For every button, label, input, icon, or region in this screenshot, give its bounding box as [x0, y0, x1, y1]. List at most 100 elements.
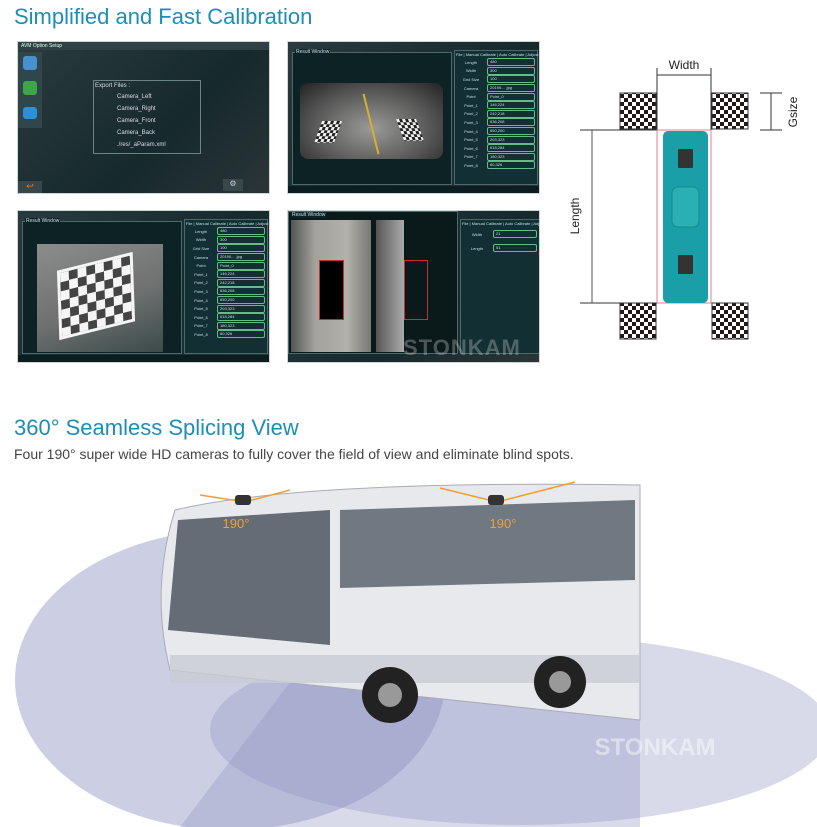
screenshot-stitching: Result Window File | Manual Calibrate | … [287, 210, 540, 363]
field-label: Length [464, 59, 478, 65]
field-input[interactable]: 242,218 [487, 109, 535, 118]
field-input[interactable]: 203,323 [217, 304, 265, 313]
field-label: Point_7 [194, 323, 208, 329]
stitch-panel: File | Manual Calibrate | Auto Calibrate… [460, 219, 540, 354]
field-row: Width 300 [185, 235, 267, 245]
field-input[interactable]: 618,284 [487, 144, 535, 153]
field-label: Point_4 [464, 128, 478, 134]
export-icon[interactable] [23, 81, 37, 95]
field-label: Length [470, 245, 484, 251]
field-input[interactable]: 242,218 [217, 278, 265, 287]
result-window-label: Result Window [291, 212, 327, 218]
checkerboard [395, 119, 425, 141]
field-label: Point [466, 94, 476, 100]
field-input[interactable]: 480 [487, 58, 535, 67]
field-label: Point_7 [464, 154, 478, 160]
field-input[interactable]: Point_0 [217, 261, 265, 270]
camera-image [37, 244, 163, 352]
result-window-label: Result Window [295, 49, 331, 55]
file-item[interactable]: Camera_Left [117, 94, 152, 100]
upload-icon[interactable] [23, 56, 37, 70]
field-input[interactable]: 20190... .jpg [487, 84, 535, 93]
field-label: Width [465, 68, 477, 74]
field-row: Point_2 242,218 [185, 278, 267, 288]
field-input[interactable]: 180,323 [487, 152, 535, 161]
screenshot-calibration-closeup: Result Window File | Manual Calibrate | … [17, 210, 270, 363]
bus-coverage-illustration: 190° 190° STONKAM [15, 481, 817, 827]
field-input[interactable]: 636,208 [217, 287, 265, 296]
checkerboard-front-right [711, 92, 749, 130]
field-input[interactable]: 100 [217, 244, 265, 253]
section-title-splicing: 360° Seamless Splicing View [14, 415, 299, 440]
panel-tabs[interactable]: File | Manual Calibrate | Auto Calibrate… [462, 221, 540, 226]
file-item[interactable]: ./res/_aParam.xml [117, 142, 166, 148]
panel-tabs[interactable]: File | Manual Calibrate | Auto Calibrate… [456, 52, 539, 57]
field-input[interactable]: 203,323 [487, 135, 535, 144]
calibration-panel: File | Manual Calibrate | Auto Calibrate… [184, 219, 269, 354]
front-camera [235, 495, 251, 505]
field-input[interactable]: 650,200 [487, 127, 535, 136]
field-input[interactable]: 300 [487, 66, 535, 75]
field-row: Point_4 650,200 [185, 296, 267, 305]
field-input[interactable]: 20190... .jpg [217, 253, 265, 262]
checkerboard-rear-left [619, 302, 657, 340]
field-input[interactable]: 618,284 [217, 313, 265, 322]
screenshot-avm-option-setup: AVM Option Setup Export Files : Camera_L… [17, 41, 270, 194]
field-input[interactable]: 650,200 [217, 296, 265, 305]
field-label: Length [194, 228, 208, 234]
field-row: Point_7 180,323 [455, 152, 537, 162]
field-input[interactable]: 180,323 [217, 321, 265, 330]
front-angle-label: 190° [223, 516, 250, 531]
field-label: Point_8 [464, 162, 478, 168]
width-label: Width [669, 58, 700, 72]
rear-angle-label: 190° [490, 516, 517, 531]
field-row: Point_7 180,323 [185, 321, 267, 331]
field-input[interactable]: 80,326 [487, 161, 535, 170]
calibration-layout-diagram: Width Gsize Length [568, 58, 800, 340]
file-item[interactable]: Camera_Right [117, 106, 156, 112]
section-title-calibration: Simplified and Fast Calibration [14, 4, 313, 29]
file-item[interactable]: Camera_Front [117, 118, 156, 124]
field-label: Point_8 [194, 331, 208, 337]
field-row: Point_4 650,200 [455, 127, 537, 136]
field-input[interactable]: 480 [217, 227, 265, 236]
field-label: Point_4 [194, 297, 208, 303]
field-input[interactable]: 21 [493, 230, 537, 238]
settings-icon[interactable]: ⚙ [223, 179, 243, 191]
field-label: Point_2 [194, 280, 208, 286]
field-input[interactable]: 146,224 [487, 101, 535, 110]
field-label: Point_6 [194, 314, 208, 320]
field-label: Point_5 [194, 306, 208, 312]
field-input[interactable]: 100 [487, 75, 535, 84]
back-arrow-icon[interactable]: ↩ [18, 181, 42, 193]
field-input[interactable]: 636,208 [487, 118, 535, 127]
checkerboard-rear-right [711, 302, 749, 340]
field-input[interactable]: 300 [217, 235, 265, 244]
field-label: Grid Size [462, 76, 480, 82]
camera-image [300, 83, 443, 159]
field-input[interactable]: 146,224 [217, 270, 265, 279]
field-label: Width [195, 237, 207, 243]
field-label: Point_1 [194, 271, 208, 277]
side-toolbar [18, 52, 42, 128]
field-input[interactable]: 51 [493, 244, 537, 252]
result-window: Result Window [288, 211, 458, 354]
panel-tabs[interactable]: File | Manual Calibrate | Auto Calibrate… [186, 221, 269, 226]
checkerboard-front-left [619, 92, 657, 130]
field-input[interactable]: 80,326 [217, 330, 265, 339]
car-icon[interactable] [23, 107, 37, 119]
section-subtitle: Four 190° super wide HD cameras to fully… [14, 446, 574, 462]
field-label: Point_5 [464, 137, 478, 143]
field-row: Point_8 80,326 [185, 330, 267, 339]
side-windows [340, 500, 635, 588]
field-input[interactable]: Point_0 [487, 92, 535, 101]
file-item[interactable]: Camera_Back [117, 130, 156, 136]
status-bar [18, 355, 269, 362]
watermark: STONKAM [595, 734, 716, 761]
field-row: Point_6 618,284 [185, 313, 267, 322]
